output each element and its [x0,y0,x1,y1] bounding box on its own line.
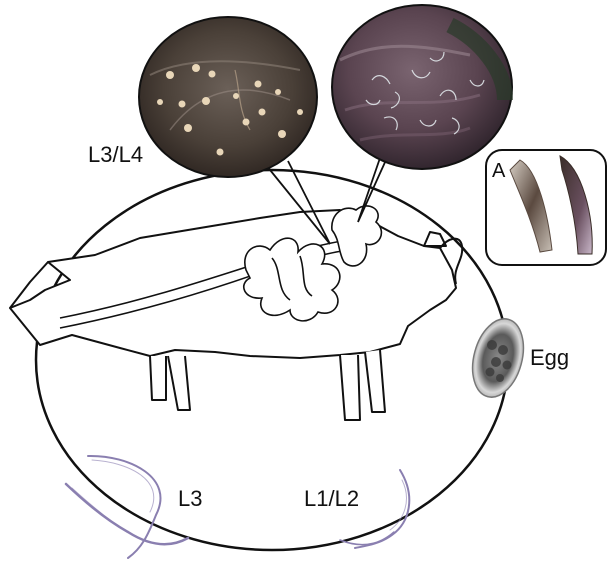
egg-image [464,313,531,403]
stage-label-l1-l2: L1/L2 [304,486,359,512]
inset-label-a: A [492,160,505,183]
stage-label-l3-l4: L3/L4 [88,142,143,168]
stage-label-l3: L3 [178,486,202,512]
mucosa-worms-photo [332,5,512,169]
l3-larva [66,456,188,558]
stomach-wall-photo [139,17,317,177]
stage-label-egg: Egg [530,345,569,371]
